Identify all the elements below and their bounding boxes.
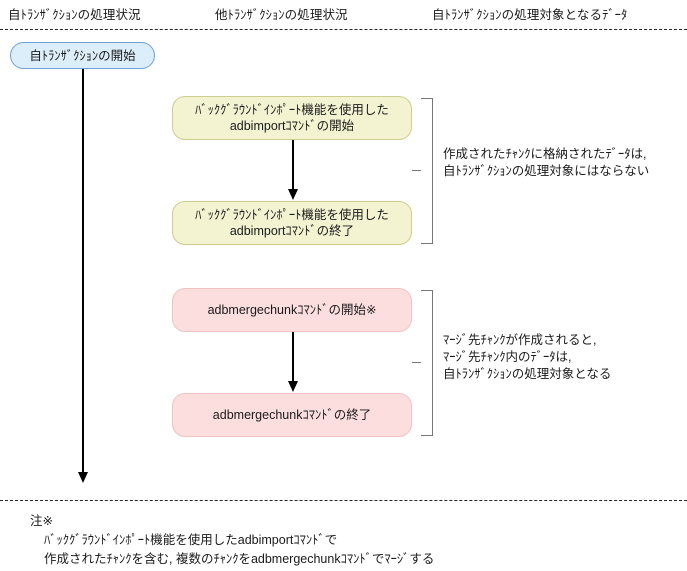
- adbimport-flow-arrowhead-icon: [287, 189, 298, 200]
- column-header-other-transaction-status: 他ﾄﾗﾝｻﾞｸｼｮﾝの処理状況: [215, 8, 348, 22]
- node-adbmergechunk-begin-label: adbmergechunkｺﾏﾝﾄﾞの開始※: [207, 303, 377, 317]
- header-divider: [0, 29, 687, 30]
- annotation-adbmergechunk-line2: ﾏｰｼﾞ先ﾁｬﾝｸ内のﾃﾞｰﾀは,: [443, 350, 572, 364]
- group-bracket-adbimport-tick: [412, 170, 421, 172]
- lifeline-shaft: [82, 69, 84, 474]
- group-bracket-adbmergechunk: [412, 290, 433, 436]
- node-adbimport-begin: ﾊﾞｯｸｸﾞﾗｳﾝﾄﾞｲﾝﾎﾟｰﾄ機能を使用した adbimportｺﾏﾝﾄﾞの…: [172, 96, 412, 140]
- adbmergechunk-flow-arrowhead-icon: [287, 381, 298, 392]
- node-adbmergechunk-begin: adbmergechunkｺﾏﾝﾄﾞの開始※: [172, 288, 412, 332]
- annotation-adbmergechunk-line1: ﾏｰｼﾞ先ﾁｬﾝｸが作成されると,: [443, 333, 597, 347]
- annotation-adbmergechunk-line3: 自ﾄﾗﾝｻﾞｸｼｮﾝの処理対象となる: [443, 367, 612, 381]
- footnote-line1: ﾊﾞｯｸｸﾞﾗｳﾝﾄﾞｲﾝﾎﾟｰﾄ機能を使用したadbimportｺﾏﾝﾄﾞで: [44, 533, 338, 547]
- annotation-adbimport-line1: 作成されたﾁｬﾝｸに格納されたﾃﾞｰﾀは,: [443, 147, 647, 161]
- node-adbmergechunk-end-label: adbmergechunkｺﾏﾝﾄﾞの終了: [212, 408, 372, 422]
- node-adbimport-end-line2: adbimportｺﾏﾝﾄﾞの終了: [229, 224, 355, 238]
- node-adbimport-begin-line1: ﾊﾞｯｸｸﾞﾗｳﾝﾄﾞｲﾝﾎﾟｰﾄ機能を使用した: [195, 103, 389, 117]
- footnote-divider: [0, 500, 687, 501]
- node-adbimport-end-line1: ﾊﾞｯｸｸﾞﾗｳﾝﾄﾞｲﾝﾎﾟｰﾄ機能を使用した: [195, 208, 389, 222]
- footnote-title: 注※: [30, 514, 53, 528]
- lifeline-arrowhead-icon: [77, 472, 88, 483]
- adbimport-flow-shaft: [292, 140, 294, 190]
- node-adbimport-end: ﾊﾞｯｸｸﾞﾗｳﾝﾄﾞｲﾝﾎﾟｰﾄ機能を使用した adbimportｺﾏﾝﾄﾞの…: [172, 201, 412, 245]
- annotation-adbimport-group: 作成されたﾁｬﾝｸに格納されたﾃﾞｰﾀは, 自ﾄﾗﾝｻﾞｸｼｮﾝの処理対象にはな…: [443, 146, 649, 180]
- column-header-own-transaction-target-data: 自ﾄﾗﾝｻﾞｸｼｮﾝの処理対象となるﾃﾞｰﾀ: [432, 8, 628, 22]
- node-adbimport-begin-line2: adbimportｺﾏﾝﾄﾞの開始: [229, 119, 355, 133]
- column-header-own-transaction-status: 自ﾄﾗﾝｻﾞｸｼｮﾝの処理状況: [8, 8, 141, 22]
- adbmergechunk-flow-shaft: [292, 332, 294, 382]
- group-bracket-adbmergechunk-tick: [412, 362, 421, 364]
- footnote-line2: 作成されたﾁｬﾝｸを含む, 複数のﾁｬﾝｸをadbmergechunkｺﾏﾝﾄﾞ…: [44, 552, 435, 566]
- footnote-block: 注※ ﾊﾞｯｸｸﾞﾗｳﾝﾄﾞｲﾝﾎﾟｰﾄ機能を使用したadbimportｺﾏﾝﾄ…: [30, 512, 434, 569]
- annotation-adbimport-line2: 自ﾄﾗﾝｻﾞｸｼｮﾝの処理対象にはならない: [443, 164, 650, 178]
- node-transaction-start: 自ﾄﾗﾝｻﾞｸｼｮﾝの開始: [10, 42, 155, 69]
- node-adbmergechunk-end: adbmergechunkｺﾏﾝﾄﾞの終了: [172, 393, 412, 437]
- node-transaction-start-label: 自ﾄﾗﾝｻﾞｸｼｮﾝの開始: [29, 48, 136, 63]
- annotation-adbmergechunk-group: ﾏｰｼﾞ先ﾁｬﾝｸが作成されると, ﾏｰｼﾞ先ﾁｬﾝｸ内のﾃﾞｰﾀは, 自ﾄﾗﾝ…: [443, 332, 611, 383]
- group-bracket-adbimport: [412, 98, 433, 244]
